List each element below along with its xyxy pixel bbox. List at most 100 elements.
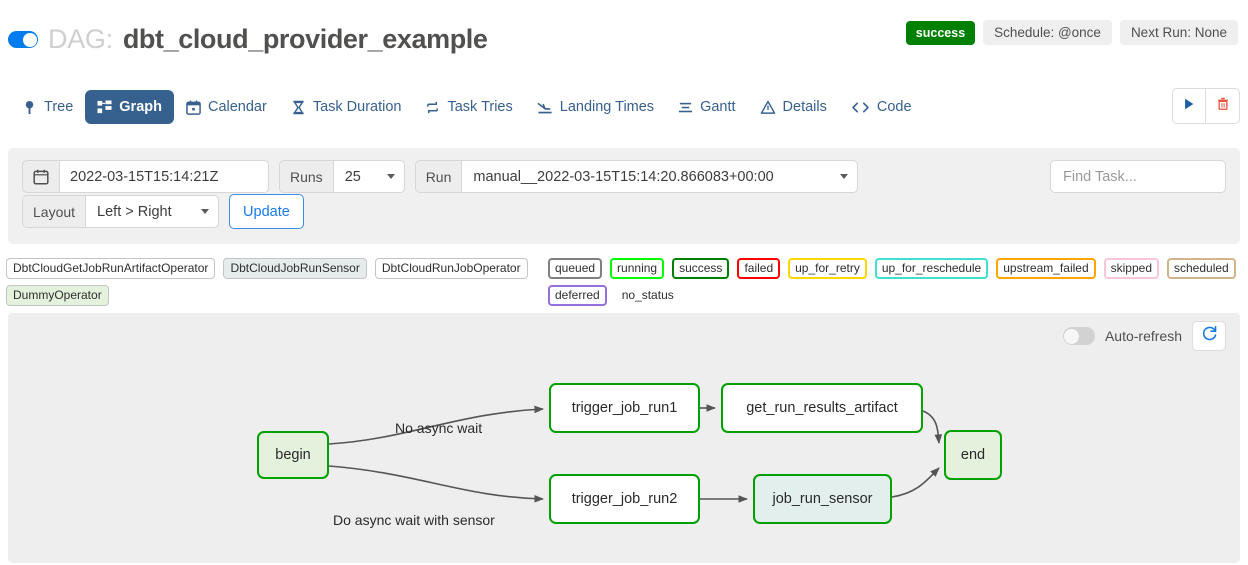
task-node-label: end [960,447,986,463]
refresh-button[interactable] [1192,321,1226,351]
state-chip-deferred[interactable]: deferred [548,285,607,306]
tab-graph[interactable]: Graph [85,90,174,124]
dag-prefix-label: DAG: [48,24,113,54]
state-chip-failed[interactable]: failed [737,258,781,279]
dag-run-value: manual__2022-03-15T15:14:20.866083+00:00 [473,168,774,185]
state-chip-queued[interactable]: queued [548,258,603,279]
task-node-label: begin [275,447,311,463]
details-icon [760,100,776,115]
task-node-label: trigger_job_run1 [571,400,678,416]
runs-group: Runs 25 [279,160,405,193]
tab-gantt[interactable]: Gantt [666,90,747,124]
calendar-icon [186,100,201,115]
view-tabs: Tree Graph Calendar [0,82,1248,132]
next-run-badge: Next Run: None [1119,20,1238,45]
toggle-knob [1064,328,1080,344]
filter-row-secondary: Layout Left > Right Update [22,194,304,229]
edge-label-do-async-wait: Do async wait with sensor [333,512,495,528]
find-task-input[interactable]: Find Task... [1050,160,1226,193]
schedule-badge[interactable]: Schedule: @once [983,20,1112,45]
state-chip-up-for-reschedule[interactable]: up_for_reschedule [874,258,989,279]
run-group: Run manual__2022-03-15T15:14:20.866083+0… [414,160,859,193]
tab-code[interactable]: Code [839,90,924,124]
edge-begin-trigger2 [328,465,544,503]
task-node-get_run_results_artifact[interactable]: get_run_results_artifact [721,383,923,433]
state-chip-skipped[interactable]: skipped [1103,258,1159,279]
tab-calendar[interactable]: Calendar [174,90,279,124]
page-title: dbt_cloud_provider_example [122,24,488,54]
state-chip-no-status: no_status [621,288,674,302]
operator-chip[interactable]: DbtCloudRunJobOperator [374,258,528,279]
tab-label: Details [782,99,827,115]
trash-icon [1216,96,1230,116]
dag-run-select[interactable]: manual__2022-03-15T15:14:20.866083+00:00 [461,160,859,193]
task-node-begin[interactable]: begin [257,431,329,479]
task-node-job_run_sensor[interactable]: job_run_sensor [753,474,892,524]
chevron-down-icon [840,174,849,179]
code-icon [851,100,870,115]
task-node-label: trigger_job_run2 [571,491,678,507]
header-badges: success Schedule: @once Next Run: None [905,20,1238,45]
toggle-knob [22,32,37,47]
graph-edges [328,404,943,503]
tree-icon [22,100,37,115]
tab-label: Code [876,99,912,115]
task-node-trigger_job_run1[interactable]: trigger_job_run1 [549,383,700,433]
dag-action-buttons [1172,88,1240,124]
tab-label: Tree [44,99,74,115]
operator-chip[interactable]: DbtCloudGetJobRunArtifactOperator [6,258,216,279]
operator-legend: DbtCloudGetJobRunArtifactOperator DbtClo… [6,258,546,306]
refresh-controls: Auto-refresh [1062,321,1226,351]
calendar-icon[interactable] [22,160,59,193]
update-button[interactable]: Update [229,194,304,229]
base-date-input[interactable]: 2022-03-15T15:14:21Z [59,160,269,193]
layout-value: Left > Right [97,203,172,220]
base-date-group: 2022-03-15T15:14:21Z [22,160,269,193]
tab-landing-times[interactable]: Landing Times [525,90,666,124]
operator-chip[interactable]: DummyOperator [6,285,109,306]
edge-artifact-end [922,410,943,444]
tab-label: Task Duration [312,99,402,115]
chevron-down-icon [201,209,210,214]
layout-label: Layout [22,195,86,228]
layout-select[interactable]: Left > Right [85,195,220,228]
landing-icon [537,100,553,115]
task-node-end[interactable]: end [944,430,1002,480]
dag-graph-canvas[interactable]: Auto-refresh begin [8,313,1240,563]
retry-icon [425,100,440,115]
dag-pause-toggle[interactable] [8,31,38,48]
play-icon [1182,97,1196,116]
graph-icon [97,99,112,115]
trigger-dag-button[interactable] [1172,88,1206,124]
edge-sensor-end [891,467,940,498]
filter-row-primary: 2022-03-15T15:14:21Z Runs 25 Run manual_… [22,160,868,193]
filter-panel: 2022-03-15T15:14:21Z Runs 25 Run manual_… [8,148,1240,244]
state-chip-running[interactable]: running [610,258,665,279]
tab-label: Graph [119,99,162,115]
status-badge: success [905,20,976,45]
num-runs-select[interactable]: 25 [332,160,405,193]
state-chip-up-for-retry[interactable]: up_for_retry [788,258,867,279]
state-chip-success[interactable]: success [672,258,730,279]
tab-label: Calendar [207,99,267,115]
state-chip-scheduled[interactable]: scheduled [1167,258,1236,279]
page-header: DAG: dbt_cloud_provider_example success … [0,0,1248,76]
auto-refresh-toggle[interactable] [1062,327,1095,345]
tab-label: Landing Times [559,99,655,115]
dag-title-row: DAG: dbt_cloud_provider_example [8,24,488,55]
tab-label: Gantt [700,99,736,115]
layout-group: Layout Left > Right [22,195,220,228]
tab-label: Task Tries [447,99,513,115]
task-node-trigger_job_run2[interactable]: trigger_job_run2 [549,474,700,524]
state-chip-upstream-failed[interactable]: upstream_failed [996,258,1096,279]
run-label: Run [414,160,462,193]
operator-chip[interactable]: DbtCloudJobRunSensor [223,258,367,279]
edge-label-no-async-wait: No async wait [395,420,483,436]
tab-tree[interactable]: Tree [10,90,85,124]
tab-details[interactable]: Details [748,90,839,124]
delete-dag-button[interactable] [1206,88,1240,124]
gantt-icon [678,100,693,115]
tab-task-duration[interactable]: Task Duration [279,90,414,124]
hourglass-icon [291,100,306,115]
tab-task-tries[interactable]: Task Tries [413,90,524,124]
